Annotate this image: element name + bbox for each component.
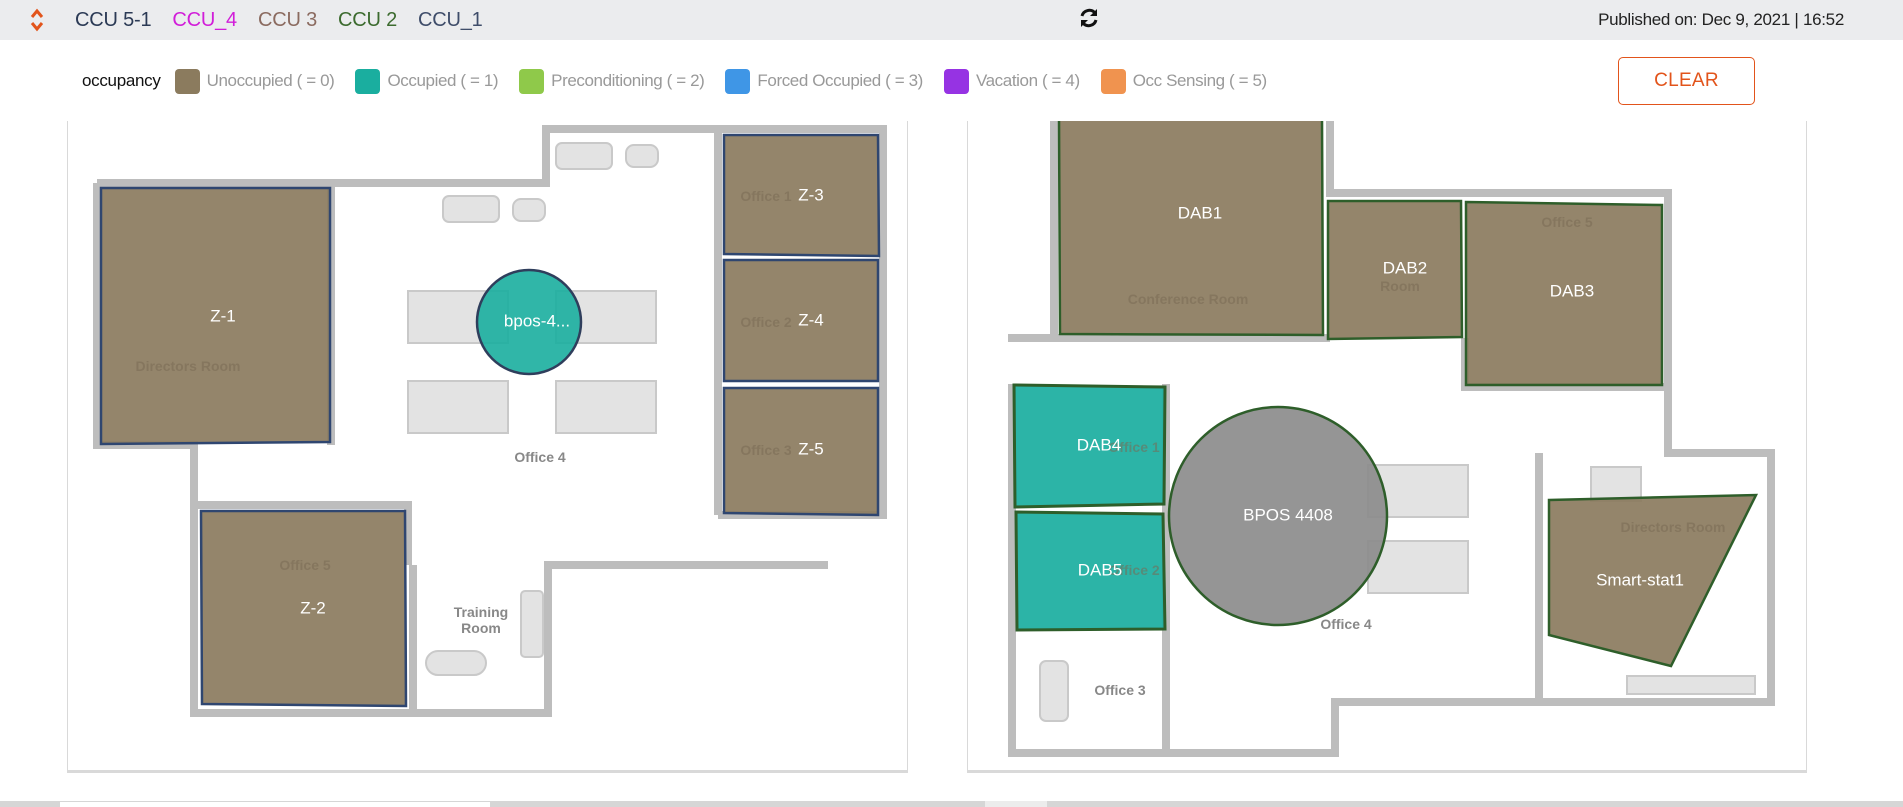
furniture [407,142,659,676]
legend-item-occupied[interactable]: Occupied ( = 1) [355,68,499,94]
zone-dab2[interactable]: Room DAB2 [1326,199,1464,341]
zone-label: Z-4 [798,310,824,329]
ccu-tabs: CCU 5-1 CCU_4 CCU 3 CCU 2 CCU_1 [75,0,483,40]
zone-label: DAB1 [1178,203,1222,222]
legend-item-forced-occupied[interactable]: Forced Occupied ( = 3) [725,68,923,94]
room-label-office-3: Office 3 [1094,682,1146,698]
zone-dab4[interactable]: Office 1 DAB4 [1012,383,1167,509]
zone-label: BPOS 4408 [1243,505,1333,524]
zone-label: Z-5 [798,439,824,458]
zone-label: Z-3 [798,185,824,204]
legend-item-occ-sensing[interactable]: Occ Sensing ( = 5) [1100,68,1267,94]
room-label-office-4: Office 4 [514,449,566,465]
room-label-office-2: Office 2 [740,314,792,330]
legend-label: Unoccupied ( = 0) [206,71,335,90]
zone-label: DAB2 [1383,258,1427,277]
swatch-occ-sensing [1100,68,1126,94]
floorplan-canvas: Office 4 Office 3 Conference Room DAB1 R… [1008,121,1775,757]
ccu-tab-3[interactable]: CCU 3 [257,8,317,31]
legend-item-unoccupied[interactable]: Unoccupied ( = 0) [174,68,335,94]
zone-label: bpos-4... [504,311,570,330]
zone-label: Z-1 [210,306,236,325]
room-label-directors-room: Directors Room [135,358,240,374]
ccu-tab-1[interactable]: CCU_1 [418,8,483,31]
refresh-icon[interactable] [1078,7,1100,29]
room-label-room: Room [1380,278,1420,294]
floorplan-ccu-left: Office 4 Training Room Directors Room Z-… [67,121,908,773]
legend-label: Preconditioning ( = 2) [551,71,705,90]
room-label-training: Training [454,604,508,620]
swatch-vacation [943,68,969,94]
occupancy-legend: occupancy Unoccupied ( = 0) Occupied ( =… [82,68,1288,94]
legend-title: occupancy [82,71,161,90]
zone-label: DAB3 [1550,281,1594,300]
legend-label: Occupied ( = 1) [387,71,499,90]
zone-dab5[interactable]: Office 2 DAB5 [1014,510,1167,632]
room-label-office-4: Office 4 [1320,616,1372,632]
room-label-office-2: Office 2 [1108,562,1160,578]
swatch-occupied [355,68,381,94]
room-label-office-3: Office 3 [740,442,792,458]
room-label-office-5: Office 5 [1541,214,1593,230]
zone-label: Smart-stat1 [1596,570,1684,589]
room-label-directors-room: Directors Room [1620,519,1725,535]
legend-item-vacation[interactable]: Vacation ( = 4) [943,68,1080,94]
horizontal-scrollbar[interactable] [0,801,1903,807]
zone-label: DAB4 [1077,435,1121,454]
ccu-tab-4[interactable]: CCU_4 [172,8,237,31]
sort-updown-icon[interactable] [30,7,44,33]
zone-z-2[interactable]: Office 5 Z-2 [199,509,408,708]
zone-dab1[interactable]: Conference Room DAB1 [1057,121,1325,337]
zone-smart-stat1[interactable]: Directors Room Smart-stat1 [1547,493,1759,668]
legend-label: Forced Occupied ( = 3) [757,71,923,90]
room-label-office-1: Office 1 [1108,439,1160,455]
clear-button[interactable]: CLEAR [1618,57,1755,105]
zone-label: DAB5 [1078,560,1122,579]
room-label-office-5: Office 5 [279,557,331,573]
zone-z-4[interactable]: Office 2 Z-4 [722,258,880,383]
ccu-tab-5-1[interactable]: CCU 5-1 [75,8,152,31]
swatch-forced-occupied [725,68,751,94]
zone-bpos-4[interactable]: bpos-4... [475,268,583,376]
top-bar: CCU 5-1 CCU_4 CCU 3 CCU 2 CCU_1 Publishe… [0,0,1903,40]
zone-bpos-4408[interactable]: BPOS 4408 [1167,405,1389,627]
room-label-office-1: Office 1 [740,188,792,204]
ccu-tab-2[interactable]: CCU 2 [338,8,398,31]
zone-z-3[interactable]: Office 1 Z-3 [722,133,881,258]
published-timestamp: Published on: Dec 9, 2021 | 16:52 [1598,10,1844,29]
scrollbar-segment [985,801,1047,807]
room-label-conference-room: Conference Room [1128,291,1249,307]
zone-dab3[interactable]: Office 5 DAB3 [1464,200,1664,387]
legend-label: Occ Sensing ( = 5) [1132,71,1267,90]
scrollbar-thumb[interactable] [60,802,490,807]
zone-z-5[interactable]: Office 3 Z-5 [722,386,880,517]
swatch-preconditioning [519,68,545,94]
zone-z-1[interactable]: Directors Room Z-1 [99,186,332,446]
swatch-unoccupied [174,68,200,94]
legend-item-preconditioning[interactable]: Preconditioning ( = 2) [519,68,705,94]
zone-label: Z-2 [300,598,326,617]
floorplan-ccu-right: Office 4 Office 3 Conference Room DAB1 R… [967,121,1807,773]
legend-label: Vacation ( = 4) [975,71,1080,90]
furniture [1039,464,1756,722]
room-label-room: Room [461,620,501,636]
floorplan-canvas: Office 4 Training Room Directors Room Z-… [93,125,887,717]
